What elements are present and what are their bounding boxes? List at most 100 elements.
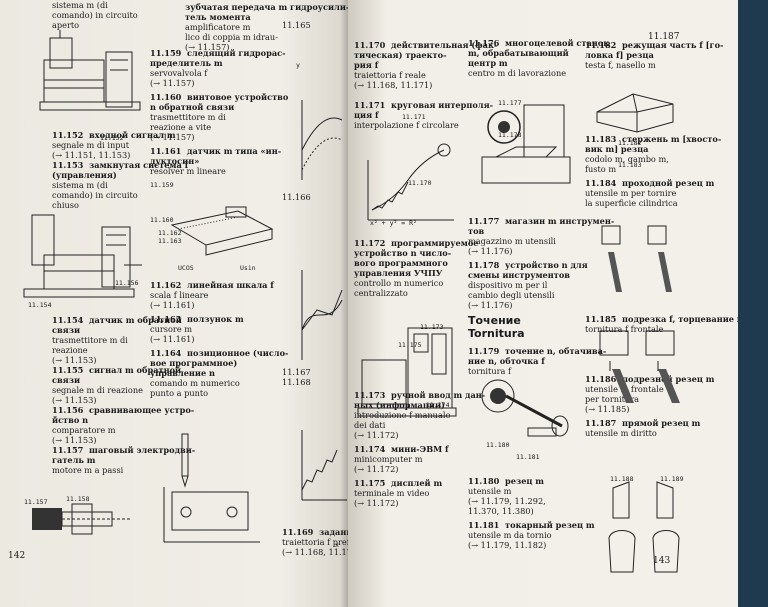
entry-line: utensile m da tornio (468, 530, 552, 540)
entry-line: зубчатая передача m гидроусили- (185, 2, 350, 12)
figure-label: x² + y² = R² (370, 219, 417, 227)
entry-line: centralizzato (354, 288, 408, 298)
figure-label: 11.170 (408, 179, 432, 187)
entry-line: 11.185 подрезка f, торцевание n (585, 314, 738, 324)
entry-line: sistema m (di (52, 180, 108, 190)
entry-line: chiuso (52, 200, 79, 210)
entry-line: reazione a vite (150, 122, 212, 132)
right-page-number: 143 (653, 556, 671, 566)
figure-label: 11.158 (66, 495, 90, 503)
entry-line: 11.152 входной сигнал m (52, 130, 176, 140)
figure-label: 11.159 (150, 181, 174, 189)
entry-line: interpolazione f circolare (354, 120, 459, 130)
entry-line: ние n, обточка f (468, 356, 545, 366)
entry-line: utensile m per tornire (585, 188, 677, 198)
entry-line: resolver m lineare (150, 166, 226, 176)
entry-line: (→ 11.157) (150, 78, 195, 88)
figure-label: 11.152 (100, 134, 124, 142)
entry-line: segnale m di reazione (52, 385, 143, 395)
entry-line: ловка f] резца (585, 50, 654, 60)
circular-interpolation-figure (367, 143, 454, 221)
entry-line: 11.183 стержень m [хвосто- (585, 134, 722, 144)
entry-line: рия f (354, 60, 379, 70)
figure-label: y (296, 61, 300, 69)
entry-line: 11.172 программируемое (354, 238, 479, 248)
entry-line: 11.182 режущая часть f [го- (585, 40, 724, 50)
entry-line: la superficie cilindrica (585, 198, 678, 208)
figure-label: 11.154 (28, 301, 52, 309)
entry-line: trasmettitore m di (150, 112, 226, 122)
entry-line: (→ 11.153) (52, 395, 97, 405)
turning-tools-figure (601, 225, 672, 292)
entry-line: fusto m (585, 164, 617, 174)
entry-line: servovalvola f (150, 68, 208, 78)
entry-line: n обратной связи (150, 102, 235, 112)
entry-line: introduzione f manuale (354, 410, 451, 420)
entry-line: управления УЧПУ (354, 268, 443, 278)
entry-line: cambio degli utensili (468, 290, 555, 300)
entry-line: (→ 11.168, 11.171) (354, 80, 433, 90)
entry-line: segnale m di input (52, 140, 130, 150)
entry-line: 11.370, 11.380) (468, 506, 534, 516)
figure-label: 11.188 (610, 475, 634, 483)
entry-line: amplificatore m (185, 22, 251, 32)
figure-label: 11.160 (150, 216, 174, 224)
entry-line: вого программного (354, 258, 448, 268)
entry-line: comando) in circuito (52, 190, 138, 200)
figure-label: 11.173 (420, 323, 444, 331)
entry-line: йство n (52, 415, 89, 425)
cnc-controller-figure (357, 327, 457, 417)
entry-line: cursore m (150, 324, 193, 334)
entry-line: punto a punto (150, 388, 209, 398)
entry-line: (→ 11.157) (150, 132, 195, 142)
entry-line: 11.179 точение n, обтачива- (468, 346, 607, 356)
entry-line: пределитель m (150, 58, 223, 68)
figure-label: 11.181 (516, 453, 540, 461)
entry-line: 11.178 устройство n для (468, 260, 588, 270)
entry-line: magazzino m utensili (468, 236, 556, 246)
entry-line: (→ 11.172) (354, 464, 399, 474)
entry-line: 11.171 круговая интерполя- (354, 100, 494, 110)
entry-line: 11.187 прямой резец m (585, 418, 701, 428)
entry-line: motore m a passi (52, 465, 124, 475)
entry-line: 11.167 (282, 367, 311, 377)
figure-label: 11.156 (115, 279, 139, 287)
entry-line: Точение (468, 314, 521, 327)
entry-line: (→ 11.172) (354, 498, 399, 508)
entry-line: dispositivo m per il (468, 280, 548, 290)
entry-line: minicomputer m (354, 454, 423, 464)
entry-line: tornitura f (468, 366, 512, 376)
figure-label: x (335, 541, 339, 549)
figure-label: 11.182 (618, 139, 642, 147)
entry-line: scala f lineare (150, 290, 209, 300)
entry-line: (→ 11.161) (150, 334, 195, 344)
entry-line: aperto (52, 20, 80, 30)
figure-label: 11.178 (498, 131, 522, 139)
figure-label: UCOS (178, 264, 194, 272)
machining-center-figure (481, 104, 571, 184)
entry-line: 11.157 шаговый электродви- (52, 445, 196, 455)
entry-line: вик m] резца (585, 144, 649, 154)
entry-line: per tornitura (585, 394, 639, 404)
entry-line: 11.180 резец m (468, 476, 544, 486)
entry-line: 11.170 действительная (фак- (354, 40, 498, 50)
entry-line: (→ 11.151, 11.153) (52, 150, 131, 160)
entry-line: comparatore m (52, 425, 116, 435)
entry-line: 11.163 ползунок m (150, 314, 244, 324)
entry-line: (→ 11.176) (468, 246, 513, 256)
entry-line: дуктосин» (150, 156, 200, 166)
entry-line: 11.177 магазин m инструмен- (468, 216, 615, 226)
entry-line: 11.155 сигнал m обратной (52, 365, 182, 375)
figure-label: 11.183 (618, 161, 642, 169)
entry-line: utensile m (468, 486, 512, 496)
figure-label: 11.157 (24, 498, 48, 506)
page-header-code: 11.187 (648, 32, 680, 42)
entry-line: (→ 11.157) (185, 42, 230, 52)
entry-line: reazione (52, 345, 88, 355)
entry-line: центр m (468, 58, 508, 68)
entry-line: управление n (150, 368, 216, 378)
right-hand-left-hand-tools-figure (608, 481, 680, 573)
entry-line: (→ 11.153) (52, 355, 97, 365)
entry-line: 11.164 позиционное (число- (150, 348, 289, 358)
